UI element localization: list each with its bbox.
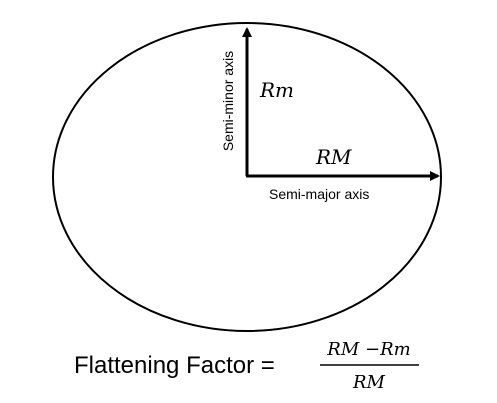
rm-major-label: RM: [315, 145, 352, 169]
formula-numerator: RM −Rm: [326, 339, 410, 360]
rm-label: Rm: [259, 78, 294, 102]
semi-minor-axis-label: Semi-minor axis: [220, 51, 236, 151]
formula-lhs: Flattening Factor =: [74, 352, 275, 379]
formula-denominator: RM: [352, 372, 386, 393]
semi-major-axis-label: Semi-major axis: [269, 186, 369, 202]
ellipse-outline: [52, 22, 442, 332]
